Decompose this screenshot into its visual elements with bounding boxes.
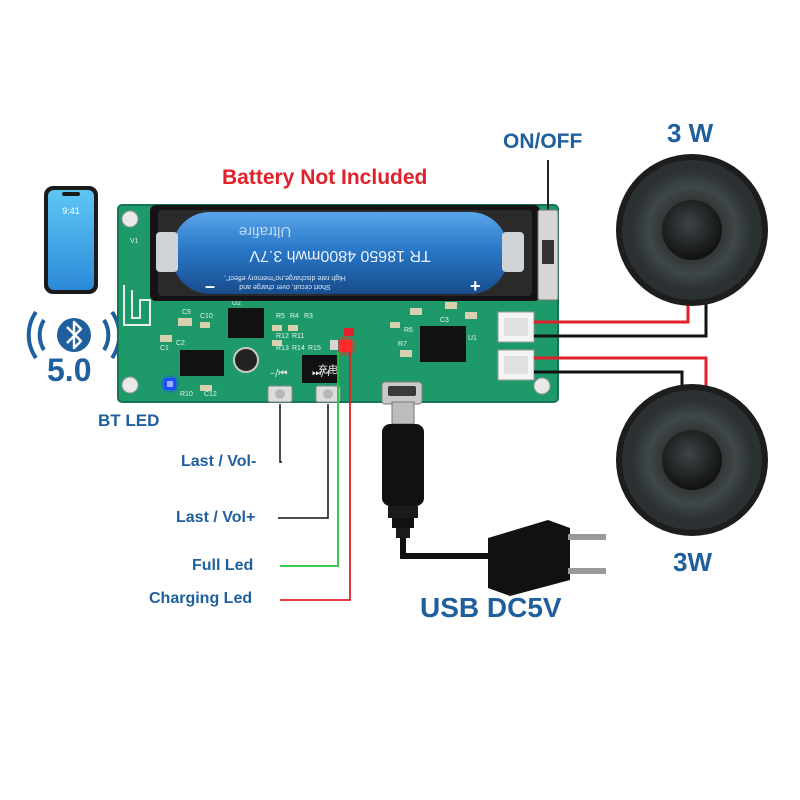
pcb-label: C2 — [176, 340, 185, 347]
battery-not-included-label: Battery Not Included — [222, 166, 428, 189]
charging-led-label: Charging Led — [149, 590, 253, 607]
micro-usb-port — [381, 381, 423, 405]
speaker-connector-top — [497, 311, 535, 343]
battery: TR 18650 4800mwh 3.7V Ultrafire High rat… — [156, 212, 524, 296]
pcb-label: R14 — [292, 345, 305, 352]
on-off-label: ON/OFF — [503, 130, 583, 153]
battery-plus-sign: + — [470, 276, 481, 296]
pcb-label-v1: V1 — [130, 238, 139, 245]
charging-led — [336, 328, 356, 356]
last-vol-plus-label: Last / Vol+ — [176, 509, 256, 526]
last-vol-minus-label: Last / Vol- — [181, 453, 257, 470]
on-off-switch[interactable] — [537, 160, 559, 301]
pcb-label: R6 — [404, 327, 413, 334]
power-adapter-icon — [488, 520, 606, 596]
smartphone-icon: 9:41 — [44, 186, 98, 294]
pcb-label: R13 — [276, 345, 289, 352]
pcb-label: R10 — [180, 391, 193, 398]
speaker-icon — [616, 154, 768, 306]
battery-minus-sign: – — [205, 276, 215, 296]
bt-version-label: 5.0 — [47, 352, 92, 388]
full-led — [330, 340, 338, 350]
usb-plug-icon — [382, 401, 492, 559]
vol-plus-button[interactable] — [315, 385, 341, 403]
pcb-label: C12 — [204, 391, 217, 398]
bt-led-label: BT LED — [98, 411, 160, 430]
pcb-label: C3 — [440, 317, 449, 324]
pcb-label: R3 — [304, 313, 313, 320]
pcb-label: R15 — [308, 345, 321, 352]
full-led-label: Full Led — [192, 557, 254, 574]
pcb-label: R12 — [276, 333, 289, 340]
speaker-icon — [616, 384, 768, 536]
button-plus-silkscreen: ⏭/+ — [312, 368, 333, 379]
pcb-label: R11 — [292, 333, 304, 340]
pcb-label: C10 — [200, 313, 213, 320]
speaker-connector-bottom — [497, 349, 535, 381]
bt-led — [161, 375, 179, 393]
battery-fine-print-1: High rate discharge,no"memory effect", — [224, 274, 346, 281]
speaker-wires-top — [534, 298, 708, 338]
speaker-top-label: 3 W — [667, 118, 714, 148]
battery-fine-print-2: Short circuit, over charge and — [239, 283, 331, 290]
speaker-wires-bottom — [534, 356, 708, 390]
bluetooth-icon — [26, 310, 122, 360]
usb-dc5v-label: USB DC5V — [420, 592, 562, 623]
button-minus-silkscreen: –/⏮ — [270, 368, 287, 379]
pcb-label: U2 — [232, 300, 241, 307]
battery-main-text: TR 18650 4800mwh 3.7V — [249, 247, 431, 264]
phone-time: 9:41 — [62, 206, 80, 216]
pcb-label: R7 — [398, 341, 407, 348]
pcb-label: R4 — [290, 313, 299, 320]
pcb-label: R5 — [276, 313, 285, 320]
pcb-label: C9 — [182, 309, 191, 316]
vol-minus-button[interactable] — [267, 385, 293, 403]
pcb-label: U1 — [468, 335, 477, 342]
charging-cn-text: 充电 — [318, 363, 338, 376]
callout-lines — [278, 352, 351, 601]
pcb-label: C1 — [160, 345, 169, 352]
speaker-bottom-label: 3W — [673, 547, 712, 577]
battery-brand-text: Ultrafire — [239, 223, 292, 240]
